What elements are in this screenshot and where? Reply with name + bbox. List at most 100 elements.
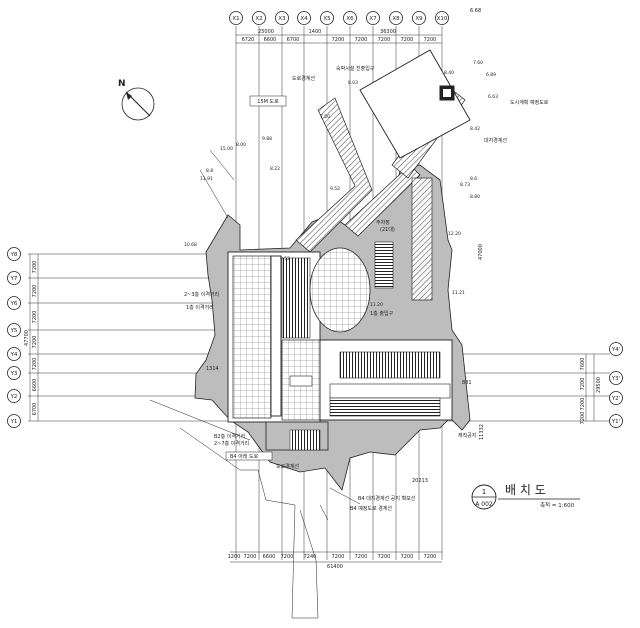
svg-text:7200: 7200 [355, 37, 368, 43]
elevation-value: 9.52 [280, 256, 290, 262]
grid-y5-bubble [7, 323, 21, 337]
svg-text:7200: 7200 [580, 398, 586, 411]
grid-y2p-label: Y2' [611, 396, 620, 402]
grid-x7-label: X7 [369, 16, 377, 22]
svg-text:1층 이격거리: 1층 이격거리 [186, 304, 214, 311]
svg-text:7200: 7200 [332, 554, 345, 560]
grid-x1-label: X1 [232, 16, 239, 22]
elevation-value: 11.21 [452, 290, 465, 296]
title-scale: 축척 = 1:600 [540, 501, 575, 509]
grid-y8-bubble [7, 247, 21, 261]
grid-x10-bubble [435, 11, 449, 25]
grid-x3-bubble [275, 11, 289, 25]
svg-text:7200: 7200 [378, 37, 391, 43]
svg-text:6.68: 6.68 [470, 8, 481, 14]
label-main-entry: 숙박시설 진출입구 [336, 65, 375, 72]
elevation-value: 8.22 [270, 166, 280, 172]
svg-text:(21대): (21대) [380, 226, 395, 233]
left-total-dim: 47700 [24, 330, 30, 346]
bottom-total-dim: 61400 [327, 564, 343, 570]
elevation-value: 7.60 [473, 60, 483, 66]
svg-text:7200: 7200 [355, 554, 368, 560]
grid-y4-label: Y4 [10, 352, 18, 358]
svg-text:7200: 7200 [580, 412, 586, 425]
dim-top-25000: 25000 [258, 29, 274, 35]
elevation-value: 8.6 [470, 176, 477, 182]
elevation-value: 15.00 [220, 146, 233, 152]
svg-text:7200: 7200 [401, 37, 414, 43]
grid-y3p-bubble [609, 371, 623, 385]
north-label: N [118, 79, 126, 89]
elevation-labels: 7.606.898.406.637.508.039.888.228.009.52… [184, 60, 498, 308]
svg-text:7200: 7200 [281, 554, 294, 560]
svg-text:6720: 6720 [242, 37, 255, 43]
grid-y8-label: Y8 [10, 252, 18, 258]
svg-text:2~7층 이격거리: 2~7층 이격거리 [214, 440, 249, 447]
title-block: 1 A 002 배 치 도 축척 = 1:600 [471, 483, 580, 510]
svg-text:7200: 7200 [32, 285, 38, 298]
title-number: 1 [482, 488, 486, 496]
elevation-value: 6.89 [486, 72, 496, 78]
elevation-value: 8.00 [236, 142, 246, 148]
grid-x8-bubble [389, 11, 403, 25]
grid-x7-bubble [366, 11, 380, 25]
grid-x2-bubble [252, 11, 266, 25]
elevation-value: 9.52 [330, 186, 340, 192]
grid-x3-label: X3 [278, 16, 286, 22]
elevation-value: 11.20 [370, 302, 383, 308]
svg-text:6600: 6600 [264, 37, 277, 43]
grid-x5-bubble [320, 11, 334, 25]
svg-text:881: 881 [462, 380, 472, 386]
building-wing [295, 49, 471, 301]
grid-x6-label: X6 [346, 16, 354, 22]
right-grid-bubbles: Y4'Y3'Y2'Y1' [609, 342, 623, 428]
grid-y1-bubble [7, 414, 21, 428]
svg-text:7200: 7200 [32, 358, 38, 371]
svg-text:B4 아래 도로: B4 아래 도로 [230, 453, 259, 460]
title-sheet: A 002 [475, 501, 493, 508]
svg-text:7200: 7200 [32, 336, 38, 349]
grid-x9-label: X9 [415, 16, 423, 22]
elevation-value: 8.40 [444, 70, 454, 76]
svg-text:7200: 7200 [378, 554, 391, 560]
building-podium [227, 241, 453, 451]
elevation-value: 8.80 [470, 194, 480, 200]
svg-text:7200: 7200 [424, 554, 437, 560]
svg-text:도로경계선: 도로경계선 [276, 463, 299, 470]
grid-x5-label: X5 [323, 16, 331, 22]
svg-text:B2층 이격거리: B2층 이격거리 [214, 433, 245, 440]
svg-text:7200: 7200 [332, 37, 345, 43]
dim-top-36300: 36300 [380, 29, 396, 35]
svg-text:20213: 20213 [412, 478, 428, 484]
label-15m-road: 15M 도로 [257, 99, 279, 105]
elevation-value: 7.50 [320, 114, 330, 120]
title-text: 배 치 도 [505, 483, 546, 497]
svg-text:도로경계선: 도로경계선 [292, 75, 315, 82]
grid-x4-bubble [297, 11, 311, 25]
north-arrow: N [118, 79, 155, 121]
grid-x2-label: X2 [255, 16, 262, 22]
grid-x4-label: X4 [300, 16, 308, 22]
svg-text:1314: 1314 [206, 366, 219, 372]
grid-y1-label: Y1 [10, 419, 18, 425]
svg-text:2~3층 이격거리: 2~3층 이격거리 [184, 291, 219, 298]
svg-text:47000: 47000 [478, 244, 484, 260]
svg-text:재직공지: 재직공지 [458, 432, 476, 439]
elevation-value: 6.63 [488, 94, 498, 100]
svg-text:6700: 6700 [287, 37, 300, 43]
svg-text:1400: 1400 [309, 29, 322, 35]
svg-text:7200: 7200 [424, 37, 437, 43]
grid-y7-label: Y7 [10, 276, 18, 282]
grid-y6-bubble [7, 296, 21, 310]
svg-text:대지경계선: 대지경계선 [484, 137, 507, 144]
svg-text:도시계획 예정도로: 도시계획 예정도로 [510, 99, 549, 106]
grid-y3-label: Y3 [10, 371, 18, 377]
svg-text:7200: 7200 [32, 311, 38, 324]
svg-text:1200: 1200 [228, 554, 241, 560]
elevation-value: 12.20 [448, 231, 461, 237]
elevation-value: 8.8 [206, 168, 213, 174]
svg-text:7600: 7600 [580, 358, 586, 371]
svg-text:7200: 7200 [244, 554, 257, 560]
